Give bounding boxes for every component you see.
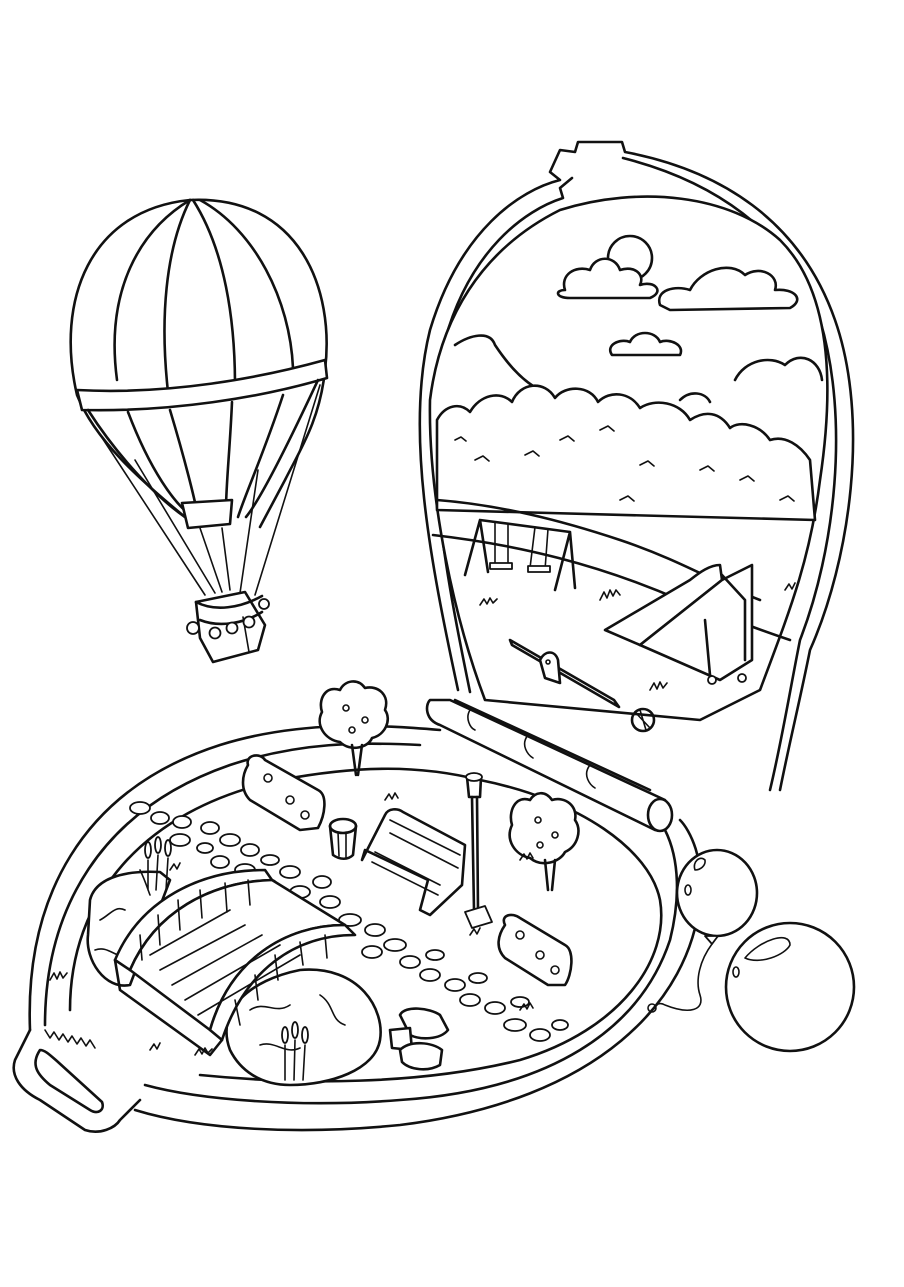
lamp-post: [464, 772, 493, 929]
pond: [86, 870, 382, 1087]
seesaw: [508, 638, 621, 709]
round-tree-right: [508, 791, 580, 892]
grass-tufts: [49, 792, 534, 1056]
swing-set: [463, 518, 577, 592]
flower-hedge-right: [497, 913, 573, 987]
hot-air-balloon: [69, 198, 329, 664]
beach-ball: [630, 707, 656, 733]
round-tree-left: [318, 680, 390, 777]
cloud: [609, 331, 683, 357]
trash-can: [328, 817, 358, 861]
cloud: [657, 266, 799, 312]
side-grip-handle: [12, 1028, 142, 1133]
compact-base: [12, 680, 703, 1133]
cattails: [139, 836, 309, 1081]
background-trees: [435, 384, 817, 522]
party-balloons: [647, 848, 856, 1053]
compact-lid: [418, 140, 855, 792]
flower-hedge-left: [241, 754, 326, 832]
slide: [603, 563, 754, 685]
stacked-rocks: [388, 1007, 450, 1071]
basket-tassels: [186, 598, 270, 640]
park-bench: [360, 808, 467, 917]
cloud: [453, 334, 542, 392]
hinge: [425, 698, 674, 833]
cloud: [556, 257, 659, 300]
arched-footbridge: [113, 868, 357, 1057]
